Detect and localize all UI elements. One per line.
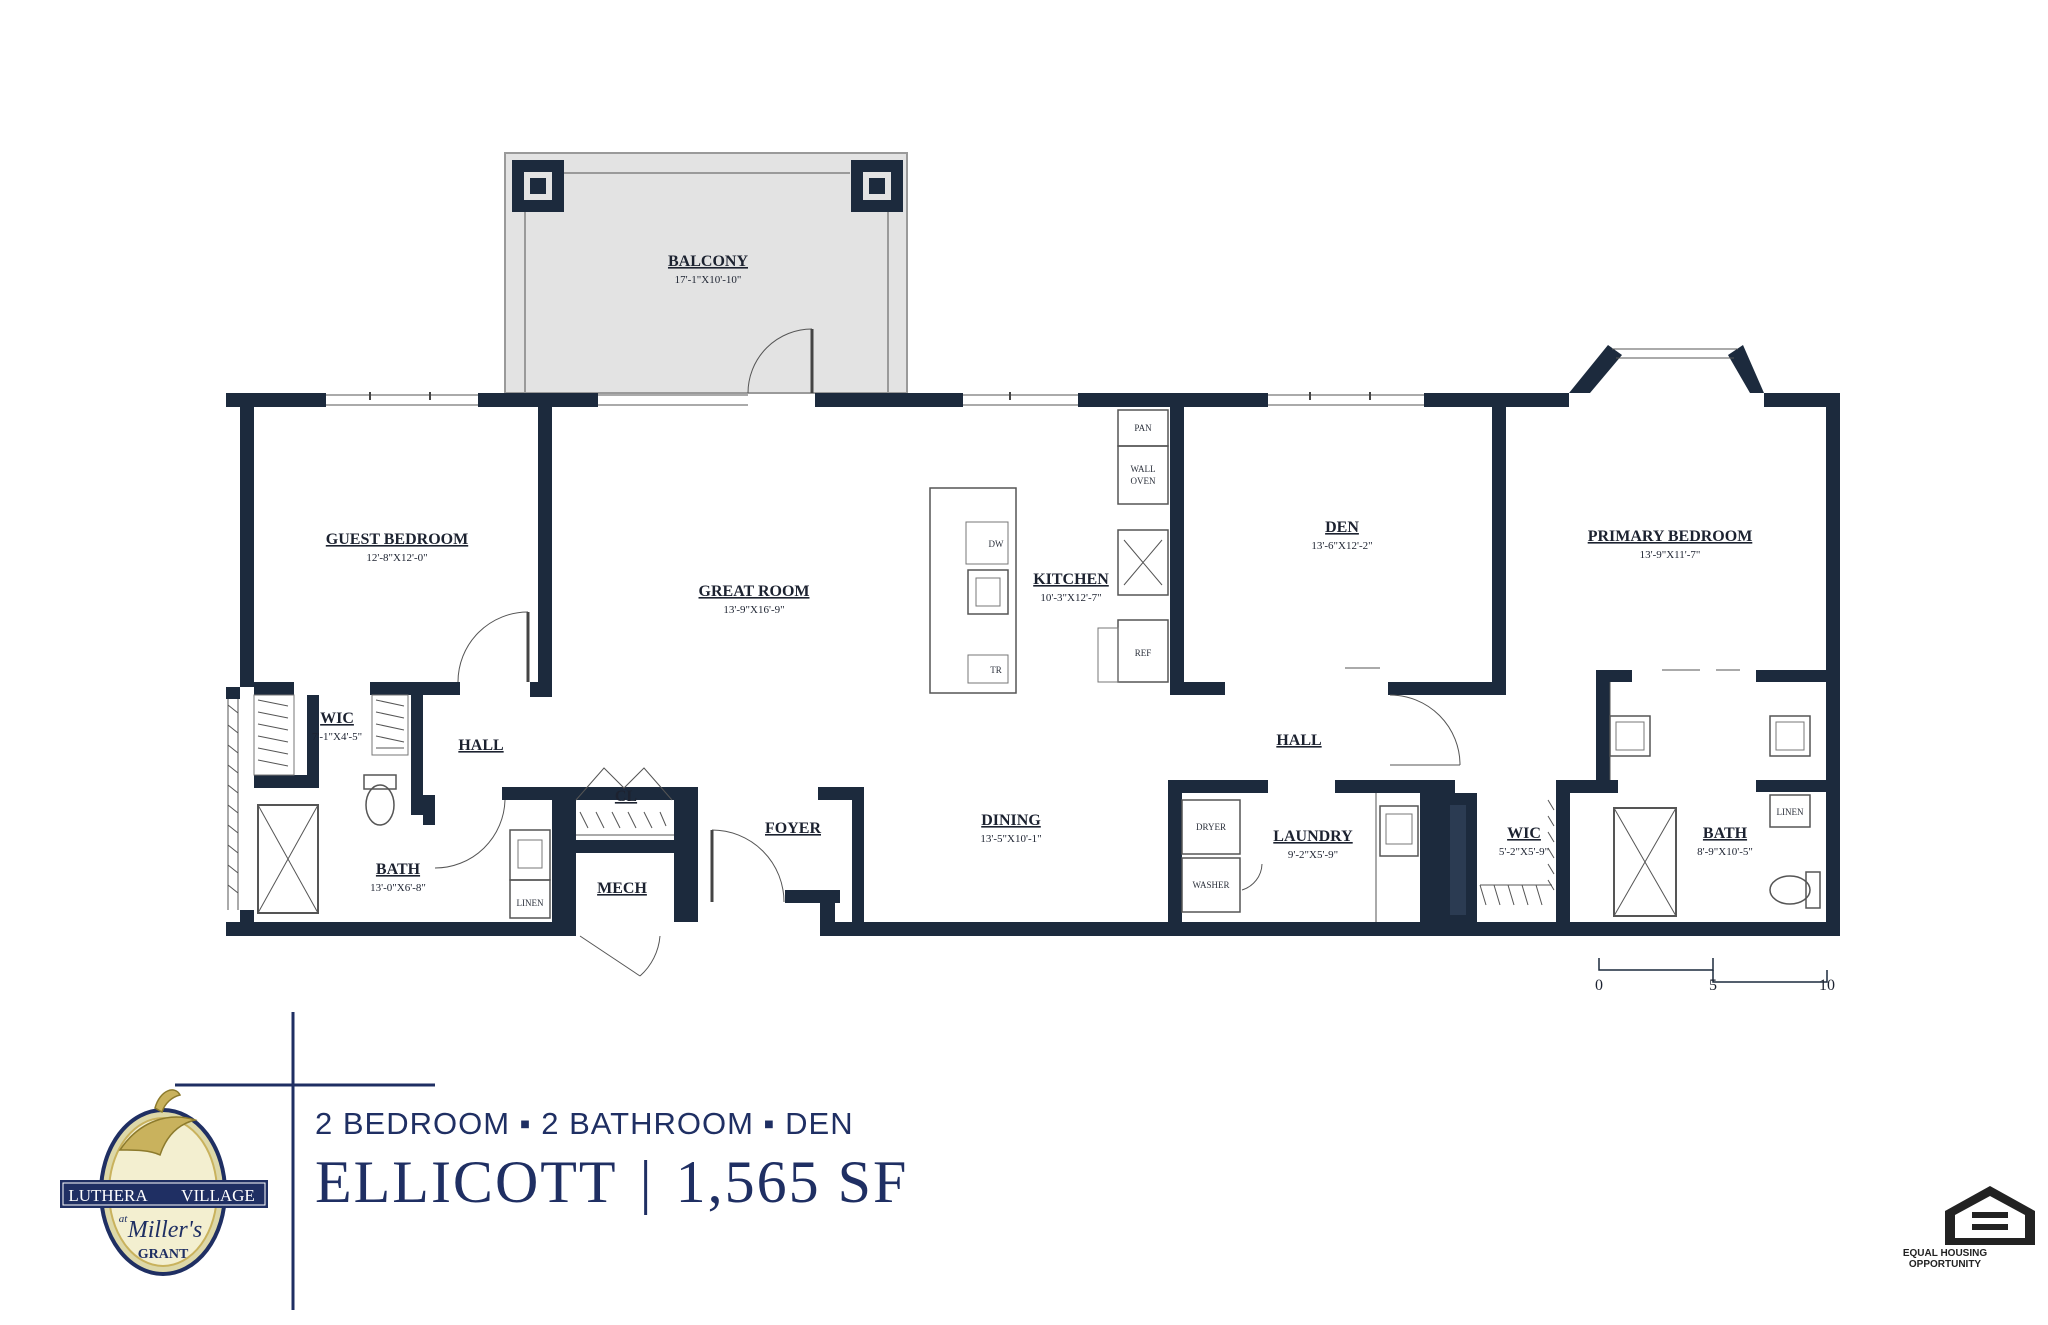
dining-dims: 13'-5"X10'-1" — [980, 833, 1041, 845]
balcony-door-swing — [747, 328, 813, 394]
guest-bedroom-dims: 12'-8"X12'-0" — [366, 552, 427, 564]
wall-oven-label-1: WALL — [1131, 464, 1156, 474]
dove-icon — [118, 1116, 198, 1157]
balcony-area — [504, 152, 908, 394]
kitchen-dims: 10'-3"X12'-7" — [1040, 592, 1101, 604]
bath-guest-label: BATH — [376, 861, 421, 878]
tr-label: TR — [990, 665, 1002, 675]
cl-label: CL — [615, 788, 637, 805]
wic-primary-label: WIC — [1507, 825, 1541, 842]
wic-guest-dims: 7'-1"X4'-5" — [312, 731, 362, 743]
great-room-label: GREAT ROOM — [699, 583, 810, 600]
linen-left-label: LINEN — [517, 898, 544, 908]
kitchen-label: KITCHEN — [1033, 571, 1109, 588]
guest-bedroom-label: GUEST BEDROOM — [326, 531, 468, 548]
kitchen-island — [929, 487, 1017, 694]
den-label: DEN — [1325, 519, 1359, 536]
scale-bar: 0 5 10 — [1595, 958, 1835, 994]
logo-village: VILLAGE — [181, 1186, 255, 1205]
guest-bedroom-door-swing — [457, 611, 529, 683]
room-labels: BALCONY 17'-1"X10'-10" GUEST BEDROOM 12'… — [312, 253, 1753, 897]
bath-primary-label: BATH — [1703, 825, 1748, 842]
scale-label-10: 10 — [1819, 977, 1835, 994]
dining-label: DINING — [981, 812, 1041, 829]
hall-left-label: HALL — [458, 737, 503, 754]
primary-bedroom-label: PRIMARY BEDROOM — [1588, 528, 1753, 545]
interior-walls — [254, 407, 1826, 922]
dw-label: DW — [989, 539, 1004, 549]
logo-millers: Miller's — [127, 1217, 202, 1243]
ref-label: REF — [1135, 648, 1152, 658]
great-room-dims: 13'-9"X16'-9" — [723, 604, 784, 616]
den-dims: 13'-6"X12'-2" — [1311, 540, 1372, 552]
footer-divider — [175, 1012, 435, 1310]
dryer-label: DRYER — [1196, 822, 1226, 832]
exterior-walls — [226, 345, 1840, 936]
bath-guest-dims: 13'-0"X6'-8" — [370, 882, 426, 894]
balcony-dims: 17'-1"X10'-10" — [675, 274, 742, 286]
foyer-label: FOYER — [765, 820, 821, 837]
bath-primary-dims: 8'-9"X10'-5" — [1697, 846, 1753, 858]
logo-grant: GRANT — [138, 1247, 189, 1262]
fixtures — [227, 392, 1821, 977]
laundry-dims: 9'-2"X5'-9" — [1288, 849, 1338, 861]
scale-label-5: 5 — [1709, 977, 1717, 994]
laundry-label: LAUNDRY — [1273, 828, 1353, 845]
fixture-labels: PAN WALL OVEN DW TR REF LINEN LINEN DRYE… — [517, 423, 1804, 908]
logo-at: at — [119, 1213, 129, 1225]
pan-label: PAN — [1134, 423, 1152, 433]
equal-housing-icon — [1945, 1186, 2035, 1245]
primary-bedroom-dims: 13'-9"X11'-7" — [1640, 549, 1701, 561]
luthera-village-logo: LUTHERA VILLAGE at Miller's GRANT — [60, 1089, 268, 1276]
linen-right-label: LINEN — [1777, 807, 1804, 817]
hall-right-label: HALL — [1276, 732, 1321, 749]
wic-guest-label: WIC — [320, 710, 354, 727]
mech-label: MECH — [597, 880, 647, 897]
logo-luthera: LUTHERA — [68, 1186, 148, 1205]
scale-label-0: 0 — [1595, 977, 1603, 994]
washer-label: WASHER — [1192, 880, 1229, 890]
wic-primary-dims: 5'-2"X5'-9" — [1499, 846, 1549, 858]
balcony-label: BALCONY — [668, 253, 748, 270]
wall-oven-label-2: OVEN — [1131, 476, 1156, 486]
